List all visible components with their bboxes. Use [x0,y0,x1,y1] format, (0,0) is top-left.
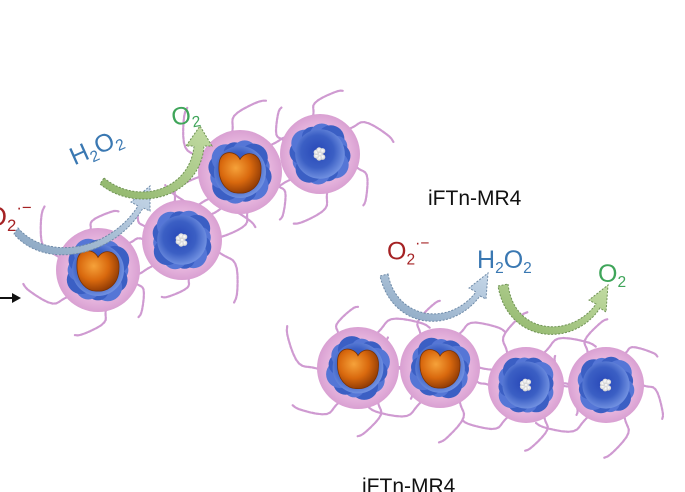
peroxide-h-subscript: 2 [495,259,504,277]
iron-oxide-core [337,348,379,389]
peroxide-h: H [477,246,496,274]
ligand-tail [373,317,431,339]
small-core-bead [181,234,188,240]
ligand-tail [292,186,329,225]
arrow-superoxide-to-peroxide-lower [379,271,489,322]
upper-chain-particle-3 [198,130,282,214]
label-ifttn-mr4-top: iFTn-MR4 [428,187,522,210]
ligand-tail [461,412,512,431]
upper-chain-particle-4 [280,114,360,194]
peroxide-o: O [503,246,524,274]
oxygen-symbol: O [169,100,194,132]
superoxide-subscript: 2 [406,251,416,269]
arrow-peroxide-to-oxygen-upper [99,125,213,200]
label-superoxide-upper: O2·− [0,198,32,235]
superoxide-charge: ·− [16,198,32,217]
iron-oxide-core [76,250,120,292]
label-oxygen-lower: O2 [598,260,627,291]
arrow-superoxide-to-peroxide-upper [13,184,151,256]
ligand-tail [455,321,506,340]
label-hydrogen-peroxide-lower: H2O2 [477,246,532,277]
ligand-tail [344,120,395,143]
ligand-tail [213,249,239,304]
iron-oxide-core [419,349,461,389]
ligand-tail [637,383,664,421]
ligand-tail [523,411,549,452]
superoxide-charge: ·− [415,235,430,252]
ligand-tail [583,318,609,359]
label-oxygen-upper: O2 [169,100,202,134]
lower-chain-particle-1 [317,327,399,409]
lower-chain-particle-3 [488,347,564,423]
small-core-bead [605,379,612,385]
arrow-peroxide-to-oxygen-lower [497,283,609,335]
oxygen-subscript: 2 [617,273,627,291]
nanocage-particles [56,114,644,423]
ligand-tail [291,397,343,416]
iron-oxide-core [218,152,262,194]
ligand-tail [437,395,466,444]
ligand-tail [285,325,325,371]
lower-chain-particle-2 [400,328,480,408]
superoxide-symbol: O [0,202,7,232]
ligand-tail [540,336,597,358]
superoxide-symbol: O [387,237,407,266]
ligand-tail [603,411,630,459]
label-superoxide-lower: O2·− [387,236,429,268]
peroxide-o-subscript: 2 [523,259,532,277]
ligand-tail [534,412,592,433]
label-ifttn-mr4-bottom: iFTn-MR4 [362,475,456,492]
oxygen-symbol: O [598,260,618,288]
ligand-tail [22,282,73,305]
left-edge-arrow [0,293,21,303]
ligand-tail [367,396,425,418]
small-core-bead [319,148,326,154]
lower-chain-particle-4 [568,347,644,423]
ligand-tail [231,99,268,139]
upper-chain-particle-2 [142,200,222,280]
superoxide-subscript: 2 [7,215,17,235]
small-core-bead [525,379,532,385]
